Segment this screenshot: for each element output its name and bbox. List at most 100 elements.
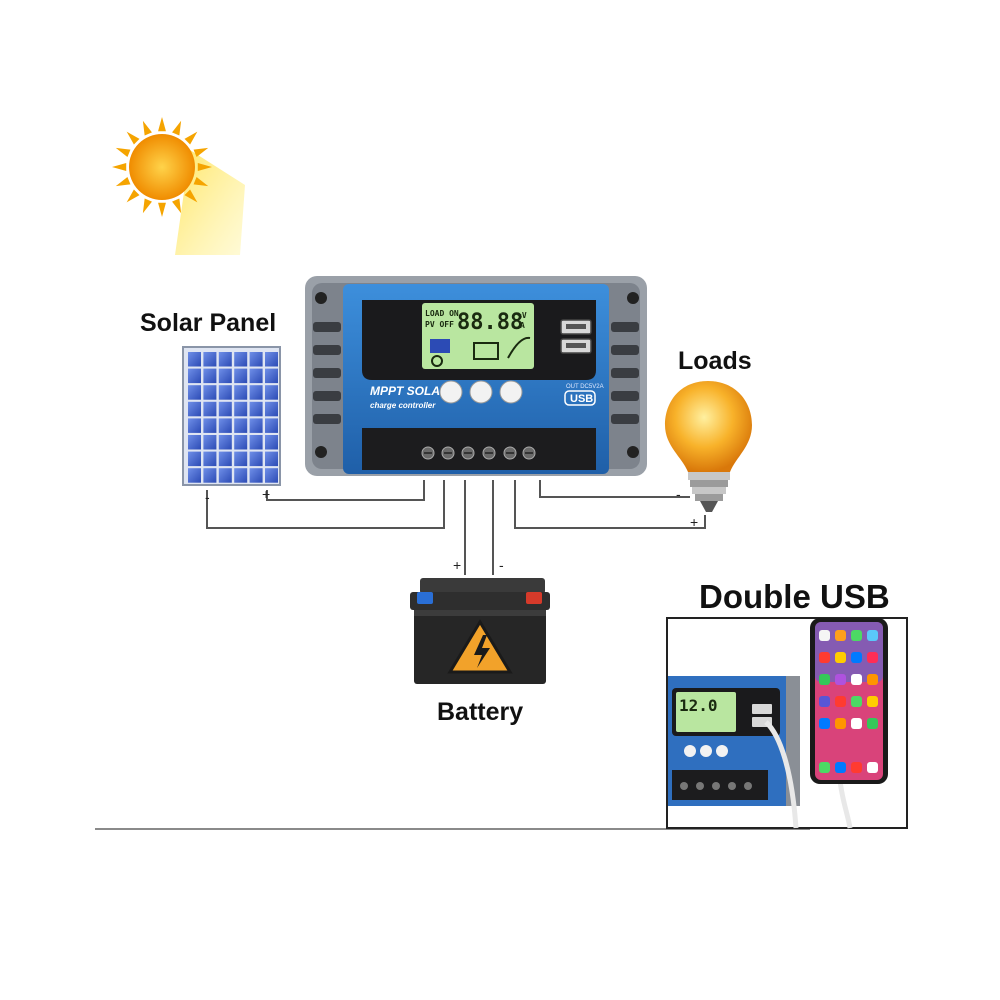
sun-ray (197, 163, 212, 171)
inset-terminal (696, 782, 704, 790)
inset-terminal (680, 782, 688, 790)
solar-cell (234, 368, 248, 384)
solar-cell (188, 401, 201, 417)
set-button[interactable] (439, 380, 463, 404)
solar-cell (265, 352, 278, 367)
dock-icon (819, 762, 830, 773)
solar-cell (203, 451, 217, 467)
solar-cell (265, 368, 278, 384)
sun-ray (193, 147, 209, 157)
app-icon (867, 630, 878, 641)
app-icon (851, 696, 862, 707)
solar-cell (218, 352, 232, 367)
solar-cell (203, 401, 217, 417)
sun-ray (112, 163, 127, 171)
battery-label: Battery (437, 698, 524, 726)
inset-terminal (744, 782, 752, 790)
up-button[interactable] (469, 380, 493, 404)
solar-cell (234, 385, 248, 400)
app-icon (867, 718, 878, 729)
solar-cell (188, 435, 201, 450)
app-icon (835, 630, 846, 641)
inset-lcd-value: 12.0 (679, 696, 718, 715)
app-icon (835, 696, 846, 707)
app-icon (851, 674, 862, 685)
sun-ray (172, 120, 182, 136)
lcd-digits: 88.88 (457, 310, 523, 335)
app-icon (851, 652, 862, 663)
solar-cell (188, 418, 201, 433)
usb-port-icon (560, 319, 592, 354)
solar-cell (265, 435, 278, 450)
sun-ray (126, 131, 140, 145)
sun-ray (142, 120, 152, 136)
smartphone-icon (810, 618, 888, 784)
wires (206, 480, 706, 575)
solar-cell (249, 401, 263, 417)
solar-cell (234, 435, 248, 450)
solar-cell (203, 385, 217, 400)
solar-cell (203, 418, 217, 433)
light-bulb-icon (665, 381, 752, 512)
sun-ray (184, 131, 198, 145)
solar-cell (234, 352, 248, 367)
solar-cell (265, 451, 278, 467)
solar-cell (188, 368, 201, 384)
load-plus-sign: + (690, 514, 698, 530)
solar-cell (203, 352, 217, 367)
dock-icon (851, 762, 862, 773)
battery-minus-sign: - (499, 557, 504, 573)
sun-ray (115, 177, 131, 187)
solar-cell (265, 418, 278, 433)
app-icon (819, 630, 830, 641)
app-icon (851, 630, 862, 641)
solar-cell (249, 435, 263, 450)
sun-ray (158, 202, 166, 217)
solar-cell (203, 468, 217, 483)
charge-controller: LOAD ON PV OFF 88.88 %V A MPPT SOLAR cha… (305, 276, 647, 476)
app-icon (819, 718, 830, 729)
solar-cell (218, 418, 232, 433)
solar-cell (265, 401, 278, 417)
inset-terminal (712, 782, 720, 790)
sun-ray (126, 189, 140, 203)
controller-subtitle: charge controller (370, 401, 436, 410)
sun-ray (172, 198, 182, 214)
app-icon (835, 718, 846, 729)
app-icon (819, 652, 830, 663)
solar-cell (249, 451, 263, 467)
app-icon (867, 696, 878, 707)
solar-cell (218, 451, 232, 467)
solar-cell (265, 385, 278, 400)
solar-cell (249, 368, 263, 384)
solar-cell (218, 435, 232, 450)
dock-icon (835, 762, 846, 773)
solar-cell (249, 468, 263, 483)
solar-cell (203, 368, 217, 384)
solar-panel-label: Solar Panel (140, 309, 277, 337)
double-usb-inset: 12.0 (666, 617, 908, 829)
app-icon (819, 696, 830, 707)
solar-cell (234, 451, 248, 467)
lcd-units: %V (517, 311, 527, 320)
app-icon (851, 718, 862, 729)
app-icon (867, 652, 878, 663)
sun-ray (193, 177, 209, 187)
solar-plus-sign: + (262, 486, 270, 502)
app-icon (835, 652, 846, 663)
down-button[interactable] (499, 380, 523, 404)
sun-ray (142, 198, 152, 214)
terminal-block (421, 446, 536, 460)
lcd-load-text: LOAD ON (425, 309, 459, 318)
solar-cell (218, 468, 232, 483)
load-minus-sign: - (676, 486, 681, 502)
solar-cell (188, 352, 201, 367)
solar-cell (265, 468, 278, 483)
battery-icon (410, 578, 550, 684)
sun-ray (115, 147, 131, 157)
solar-cell (234, 418, 248, 433)
app-icon (819, 674, 830, 685)
lcd-icons (430, 336, 531, 367)
solar-minus-sign: - (205, 489, 210, 505)
solar-cell (188, 385, 201, 400)
